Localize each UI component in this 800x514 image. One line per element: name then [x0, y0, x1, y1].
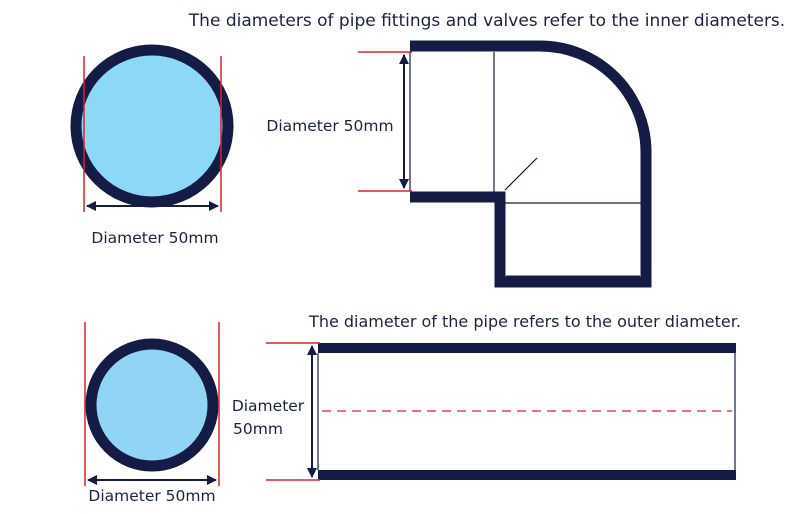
elbow-label: Diameter 50mm: [266, 117, 393, 135]
pipe-circle: [85, 338, 219, 472]
elbow-inner-line: [504, 157, 538, 191]
fitting-circle: [70, 44, 234, 208]
bottom-circle-pipe: [84, 322, 220, 486]
bottom-circle-label: Diameter 50mm: [88, 487, 215, 505]
pipe-label-line1: Diameter: [232, 397, 305, 415]
fittings-title: The diameters of pipe fittings and valve…: [188, 11, 785, 31]
elbow-outer-wall: [410, 40, 652, 288]
pipe-label-line2: 50mm: [233, 420, 283, 438]
top-circle-label: Diameter 50mm: [91, 229, 218, 247]
straight-pipe: [266, 342, 736, 481]
pipe-top-wall: [318, 343, 736, 353]
pipe-title: The diameter of the pipe refers to the o…: [308, 312, 741, 331]
elbow-fitting: [358, 40, 652, 288]
top-circle-fitting: [70, 44, 234, 212]
pipe-bottom-wall: [318, 470, 736, 480]
